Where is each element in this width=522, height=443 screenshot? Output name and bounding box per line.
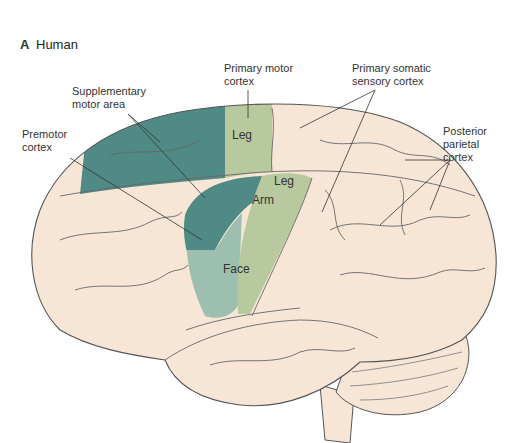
motor-strip-region	[237, 173, 312, 314]
body-part-label: Leg	[274, 174, 294, 188]
cerebrum-outline	[32, 104, 496, 406]
area-label: Primary somatic sensory cortex	[352, 62, 440, 88]
sulci	[60, 108, 485, 365]
area-label: Premotor cortex	[22, 128, 72, 154]
motor-leg-region	[225, 95, 272, 178]
panel-letter: A	[20, 37, 29, 52]
leader-lines	[70, 90, 450, 240]
area-label: Primary motor cortex	[224, 62, 294, 88]
body-part-label: Arm	[252, 193, 274, 207]
area-label: Supplementary motor area	[72, 85, 152, 111]
body-part-label: Leg	[232, 128, 252, 142]
body-part-label: Face	[223, 262, 250, 276]
area-label: Posterior parietal cortex	[443, 125, 495, 164]
figure-title: Human	[36, 37, 78, 52]
